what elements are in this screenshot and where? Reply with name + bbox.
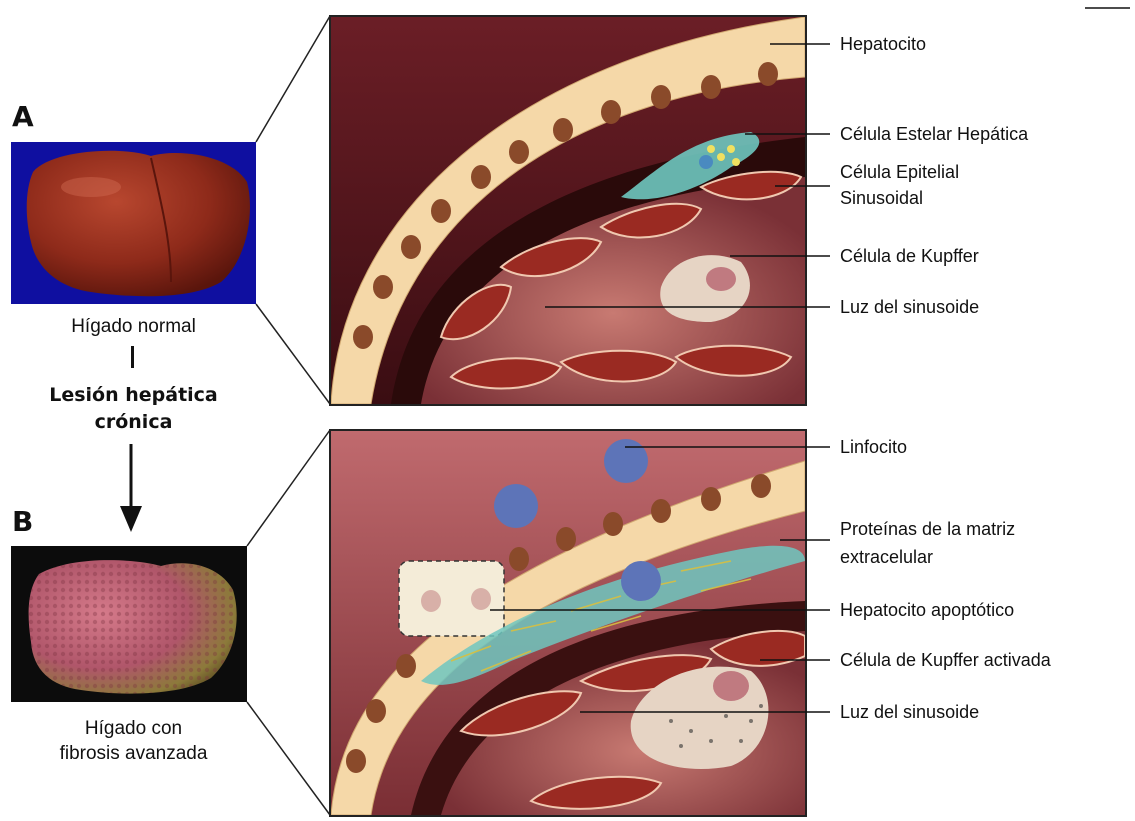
label-luz-sinusoide-b: Luz del sinusoide <box>840 700 979 724</box>
label-hepatocito-apoptotico: Hepatocito apoptótico <box>840 598 1014 622</box>
label-celula-estelar: Célula Estelar Hepática <box>840 122 1028 146</box>
label-celula-kupffer: Célula de Kupffer <box>840 244 979 268</box>
label-proteinas-matriz-line2: extracelular <box>840 545 933 569</box>
label-luz-sinusoide-a: Luz del sinusoide <box>840 295 979 319</box>
label-celula-epitelial-line2: Sinusoidal <box>840 186 923 210</box>
label-hepatocito: Hepatocito <box>840 32 926 56</box>
label-proteinas-matriz-line1: Proteínas de la matriz <box>840 517 1015 541</box>
label-kupffer-activada: Célula de Kupffer activada <box>840 648 1051 672</box>
label-celula-epitelial-line1: Célula Epitelial <box>840 160 959 184</box>
label-linfocito: Linfocito <box>840 435 907 459</box>
